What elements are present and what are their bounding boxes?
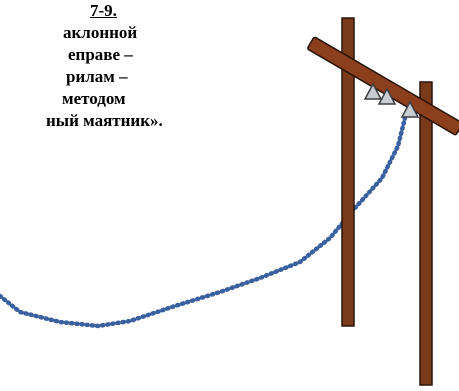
heading-line-2: еправе – <box>68 45 133 64</box>
triangle-clamp-icon <box>377 87 397 105</box>
right-post <box>419 81 433 386</box>
heading-number: 7-9. <box>90 1 117 20</box>
inclined-beam <box>307 36 459 136</box>
heading-line-1: аклонной <box>63 23 138 42</box>
heading-line-4: методом <box>62 89 126 108</box>
triangle-clamp-icon <box>363 82 383 100</box>
triangle-clamp-icon <box>400 100 420 118</box>
heading-line-5: ный маятник». <box>46 111 163 130</box>
heading-block: 7-9. аклонной еправе – рилам – методом н… <box>0 0 163 132</box>
dotted-rope <box>0 115 408 329</box>
heading-line-3: рилам – <box>66 67 128 86</box>
heading-number-line: 7-9. <box>0 0 163 22</box>
left-post <box>341 17 355 327</box>
